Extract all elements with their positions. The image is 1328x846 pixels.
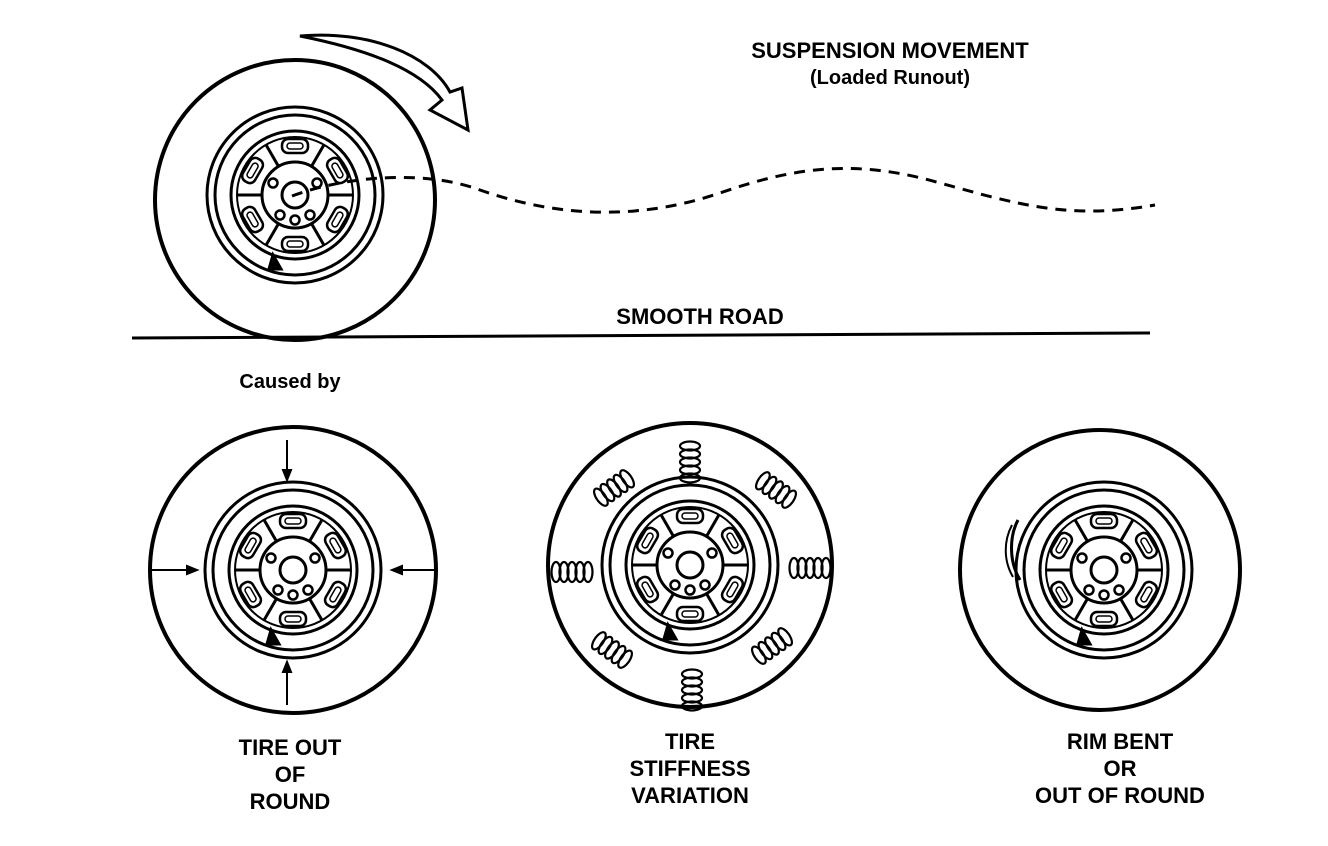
rotation-arrow-icon: [299, 33, 470, 133]
caption-line: OF: [274, 762, 306, 787]
suspension-path: [291, 166, 1156, 214]
caption-tire-stiffness-variation: TIRE STIFFNESS VARIATION: [560, 728, 820, 809]
caption-line: RIM BENT: [1066, 729, 1174, 754]
rolling-wheel: [153, 58, 437, 342]
caption-line: TIRE: [664, 729, 716, 754]
wheel-tire-stiffness-variation: [546, 421, 834, 712]
caption-line: OUT OF ROUND: [1035, 783, 1205, 808]
caption-line: OR: [1103, 756, 1137, 781]
wheel-tire-out-of-round: [148, 425, 438, 715]
caption-line: STIFFNESS: [629, 756, 751, 781]
caption-tire-out-of-round: TIRE OUT OF ROUND: [170, 734, 410, 815]
wheel-rim-bent: [958, 428, 1242, 712]
road-line: [131, 331, 1151, 340]
road-label: SMOOTH ROAD: [616, 304, 784, 329]
caption-line: TIRE OUT: [238, 735, 342, 760]
caption-rim-bent: RIM BENT OR OUT OF ROUND: [980, 728, 1260, 809]
diagram-title: SUSPENSION MOVEMENT: [751, 38, 1029, 63]
caption-line: VARIATION: [631, 783, 749, 808]
diagram-subtitle: (Loaded Runout): [810, 67, 970, 89]
caption-line: ROUND: [249, 789, 331, 814]
caused-by-label: Caused by: [239, 371, 341, 393]
